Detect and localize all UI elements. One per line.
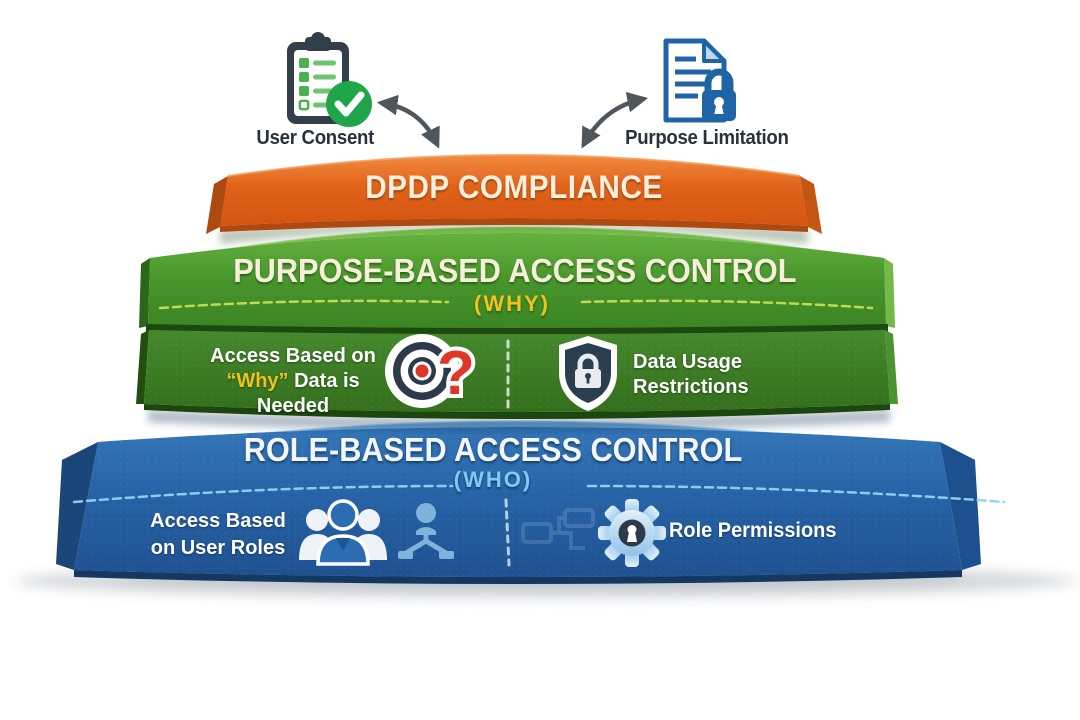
role-title: ROLE-BASED ACCESS CONTROL xyxy=(243,431,743,468)
limitation-arrow xyxy=(581,91,649,149)
flowchart-watermark-icon xyxy=(519,506,599,562)
role-left-item-label: Access Based on User Roles xyxy=(150,510,286,559)
green-contact-shadow xyxy=(148,410,890,431)
svg-text:?: ? xyxy=(437,339,475,408)
gear-keyhole-icon xyxy=(598,499,666,567)
why-dashed-line-left xyxy=(158,299,450,310)
role-block-shape xyxy=(56,420,981,584)
user-group-icon xyxy=(291,496,395,568)
who-dashed-line-left xyxy=(72,484,454,504)
why-dashed-line-right xyxy=(580,299,874,310)
target-question-icon: ? xyxy=(378,330,484,416)
role-who-subtitle: (WHO) xyxy=(453,467,533,492)
who-dashed-line-right xyxy=(586,484,1006,504)
org-chart-icon xyxy=(394,501,458,567)
purpose-why-subtitle: (WHY) xyxy=(474,291,550,316)
purpose-right-item-label: Data Usage Restrictions xyxy=(633,351,749,398)
purpose-left-item-label: Access Based on “Why” Data is Needed xyxy=(210,345,376,417)
user-consent-label: User Consent xyxy=(256,127,375,149)
purpose-block-shape xyxy=(136,226,898,419)
document-lock-icon xyxy=(652,36,748,128)
clipboard-checklist-icon xyxy=(281,30,373,132)
purpose-limitation-label: Purpose Limitation xyxy=(625,127,789,149)
why-highlight: “Why” xyxy=(226,370,289,392)
purpose-title: PURPOSE-BASED ACCESS CONTROL xyxy=(233,252,797,289)
dpdp-banner-shape xyxy=(206,154,822,234)
orange-contact-shadow xyxy=(220,222,808,244)
role-right-item-label: Role Permissions xyxy=(669,519,837,542)
consent-arrow xyxy=(376,94,440,149)
dpdp-banner-title: DPDP COMPLIANCE xyxy=(365,169,663,205)
shield-lock-icon xyxy=(554,334,622,414)
role-divider xyxy=(504,498,511,567)
